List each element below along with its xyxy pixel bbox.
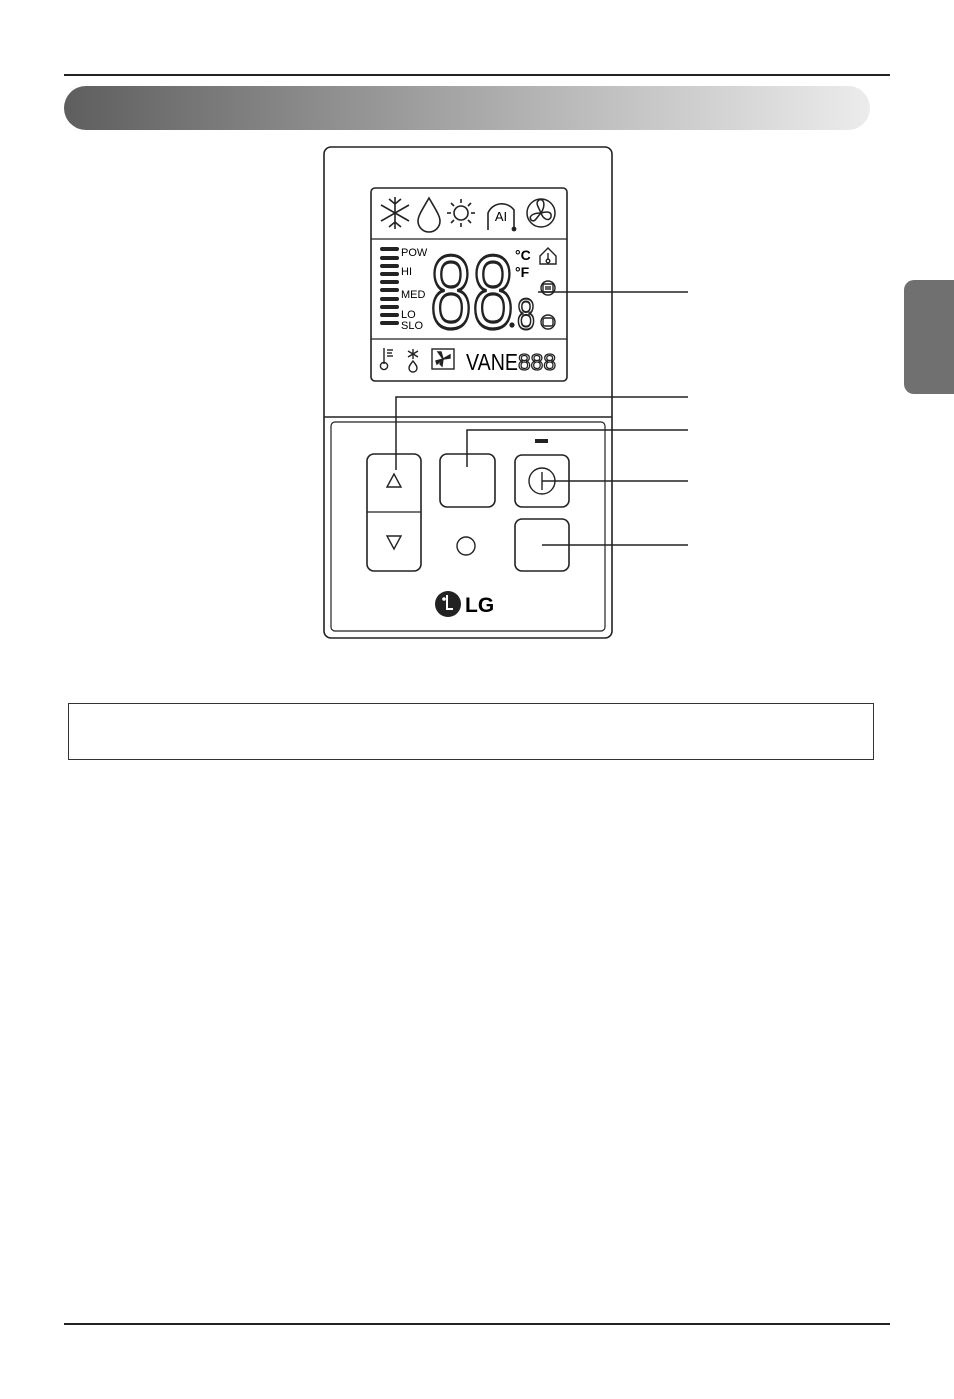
- sensor-light: [456, 536, 476, 556]
- fan-level-med: MED: [401, 289, 426, 301]
- fan-level-lo: LO: [401, 309, 416, 321]
- defrost-icon: [407, 349, 419, 373]
- header-rule: [64, 74, 890, 76]
- lcd-display: AI POW HI MED LO SLO 88 8 °: [370, 187, 568, 382]
- vane-digits: 888: [518, 349, 556, 375]
- fan-speed-bars: [380, 247, 399, 325]
- temperature-digits: 88: [430, 235, 514, 351]
- fan-level-pow: POW: [401, 247, 428, 259]
- power-indicator-icon: [535, 439, 548, 443]
- decimal-point: [509, 322, 515, 328]
- drop-icon: [417, 196, 441, 233]
- chapter-tab: [904, 280, 954, 394]
- button-panel: [330, 421, 606, 632]
- house-thermometer-icon: [539, 247, 557, 265]
- note-box: [68, 703, 874, 760]
- timer-icon: [540, 314, 556, 330]
- temperature-rocker[interactable]: [366, 453, 422, 572]
- fan-level-slo: SLO: [401, 320, 423, 332]
- section-banner: [64, 86, 870, 130]
- unit-fahrenheit: °F: [515, 264, 530, 280]
- callout-mode: [466, 429, 688, 467]
- lg-logo: LG: [435, 591, 494, 617]
- thermometer-icon: [379, 348, 393, 371]
- temperature-up-button[interactable]: [368, 455, 420, 511]
- ai-icon: AI: [487, 203, 517, 232]
- fan-box-icon: [431, 348, 455, 370]
- sun-icon: [447, 199, 475, 227]
- fan-level-hi: HI: [401, 266, 412, 278]
- callout-lines: [395, 291, 688, 546]
- remote-controller-illustration: AI POW HI MED LO SLO 88 8 °: [323, 146, 688, 639]
- decimal-digit: 8: [517, 290, 535, 339]
- ai-label: AI: [495, 209, 507, 224]
- snowflake-icon: [380, 197, 410, 229]
- footer-rule: [64, 1323, 890, 1325]
- triangle-up-icon: [385, 472, 403, 488]
- triangle-down-icon: [385, 535, 403, 551]
- callout-rocker: [395, 396, 688, 470]
- temperature-down-button[interactable]: [368, 513, 420, 570]
- unit-celsius: °C: [515, 247, 531, 263]
- vane-label: VANE: [466, 349, 518, 375]
- fan-icon: [526, 198, 556, 228]
- lg-logo-text: LG: [465, 594, 494, 617]
